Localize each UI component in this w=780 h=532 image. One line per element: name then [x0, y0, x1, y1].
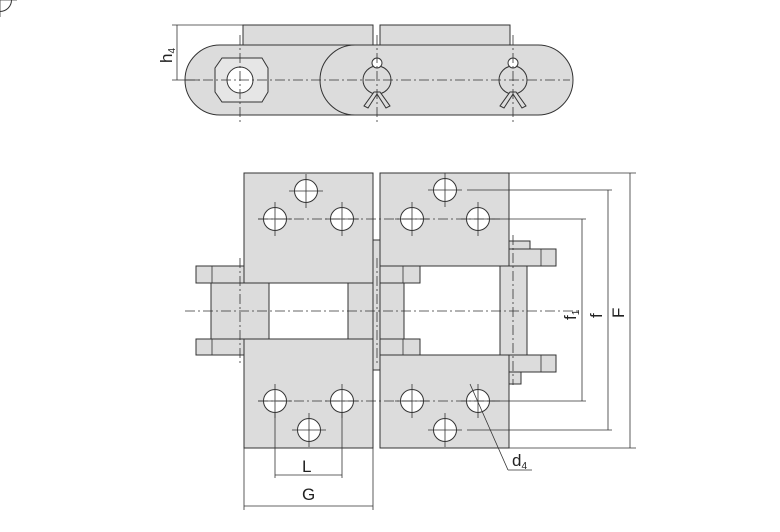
- svg-text:f1: f1: [561, 309, 582, 320]
- right-pin-body: [499, 265, 528, 356]
- bolt-holes: [0, 0, 496, 448]
- side-view: h4: [157, 24, 574, 125]
- top-attachment-bar-right: [379, 24, 511, 46]
- dimension-L: L: [274, 412, 343, 478]
- top-attachment-bar-left: [242, 24, 374, 46]
- dimension-G: G: [243, 448, 374, 510]
- dimension-h4: h4: [157, 24, 243, 81]
- svg-text:h4: h4: [157, 48, 178, 63]
- svg-text:f: f: [587, 313, 606, 318]
- dimension-F: F: [509, 172, 636, 449]
- svg-text:d4: d4: [512, 451, 527, 472]
- plan-view: F f f1 L G d4: [0, 0, 636, 510]
- dimension-d4: d4: [469, 383, 532, 472]
- svg-text:F: F: [609, 308, 628, 318]
- dimension-f: f: [467, 189, 612, 431]
- svg-text:L: L: [302, 457, 311, 476]
- dimension-f1: f1: [490, 218, 586, 402]
- svg-text:G: G: [302, 485, 315, 504]
